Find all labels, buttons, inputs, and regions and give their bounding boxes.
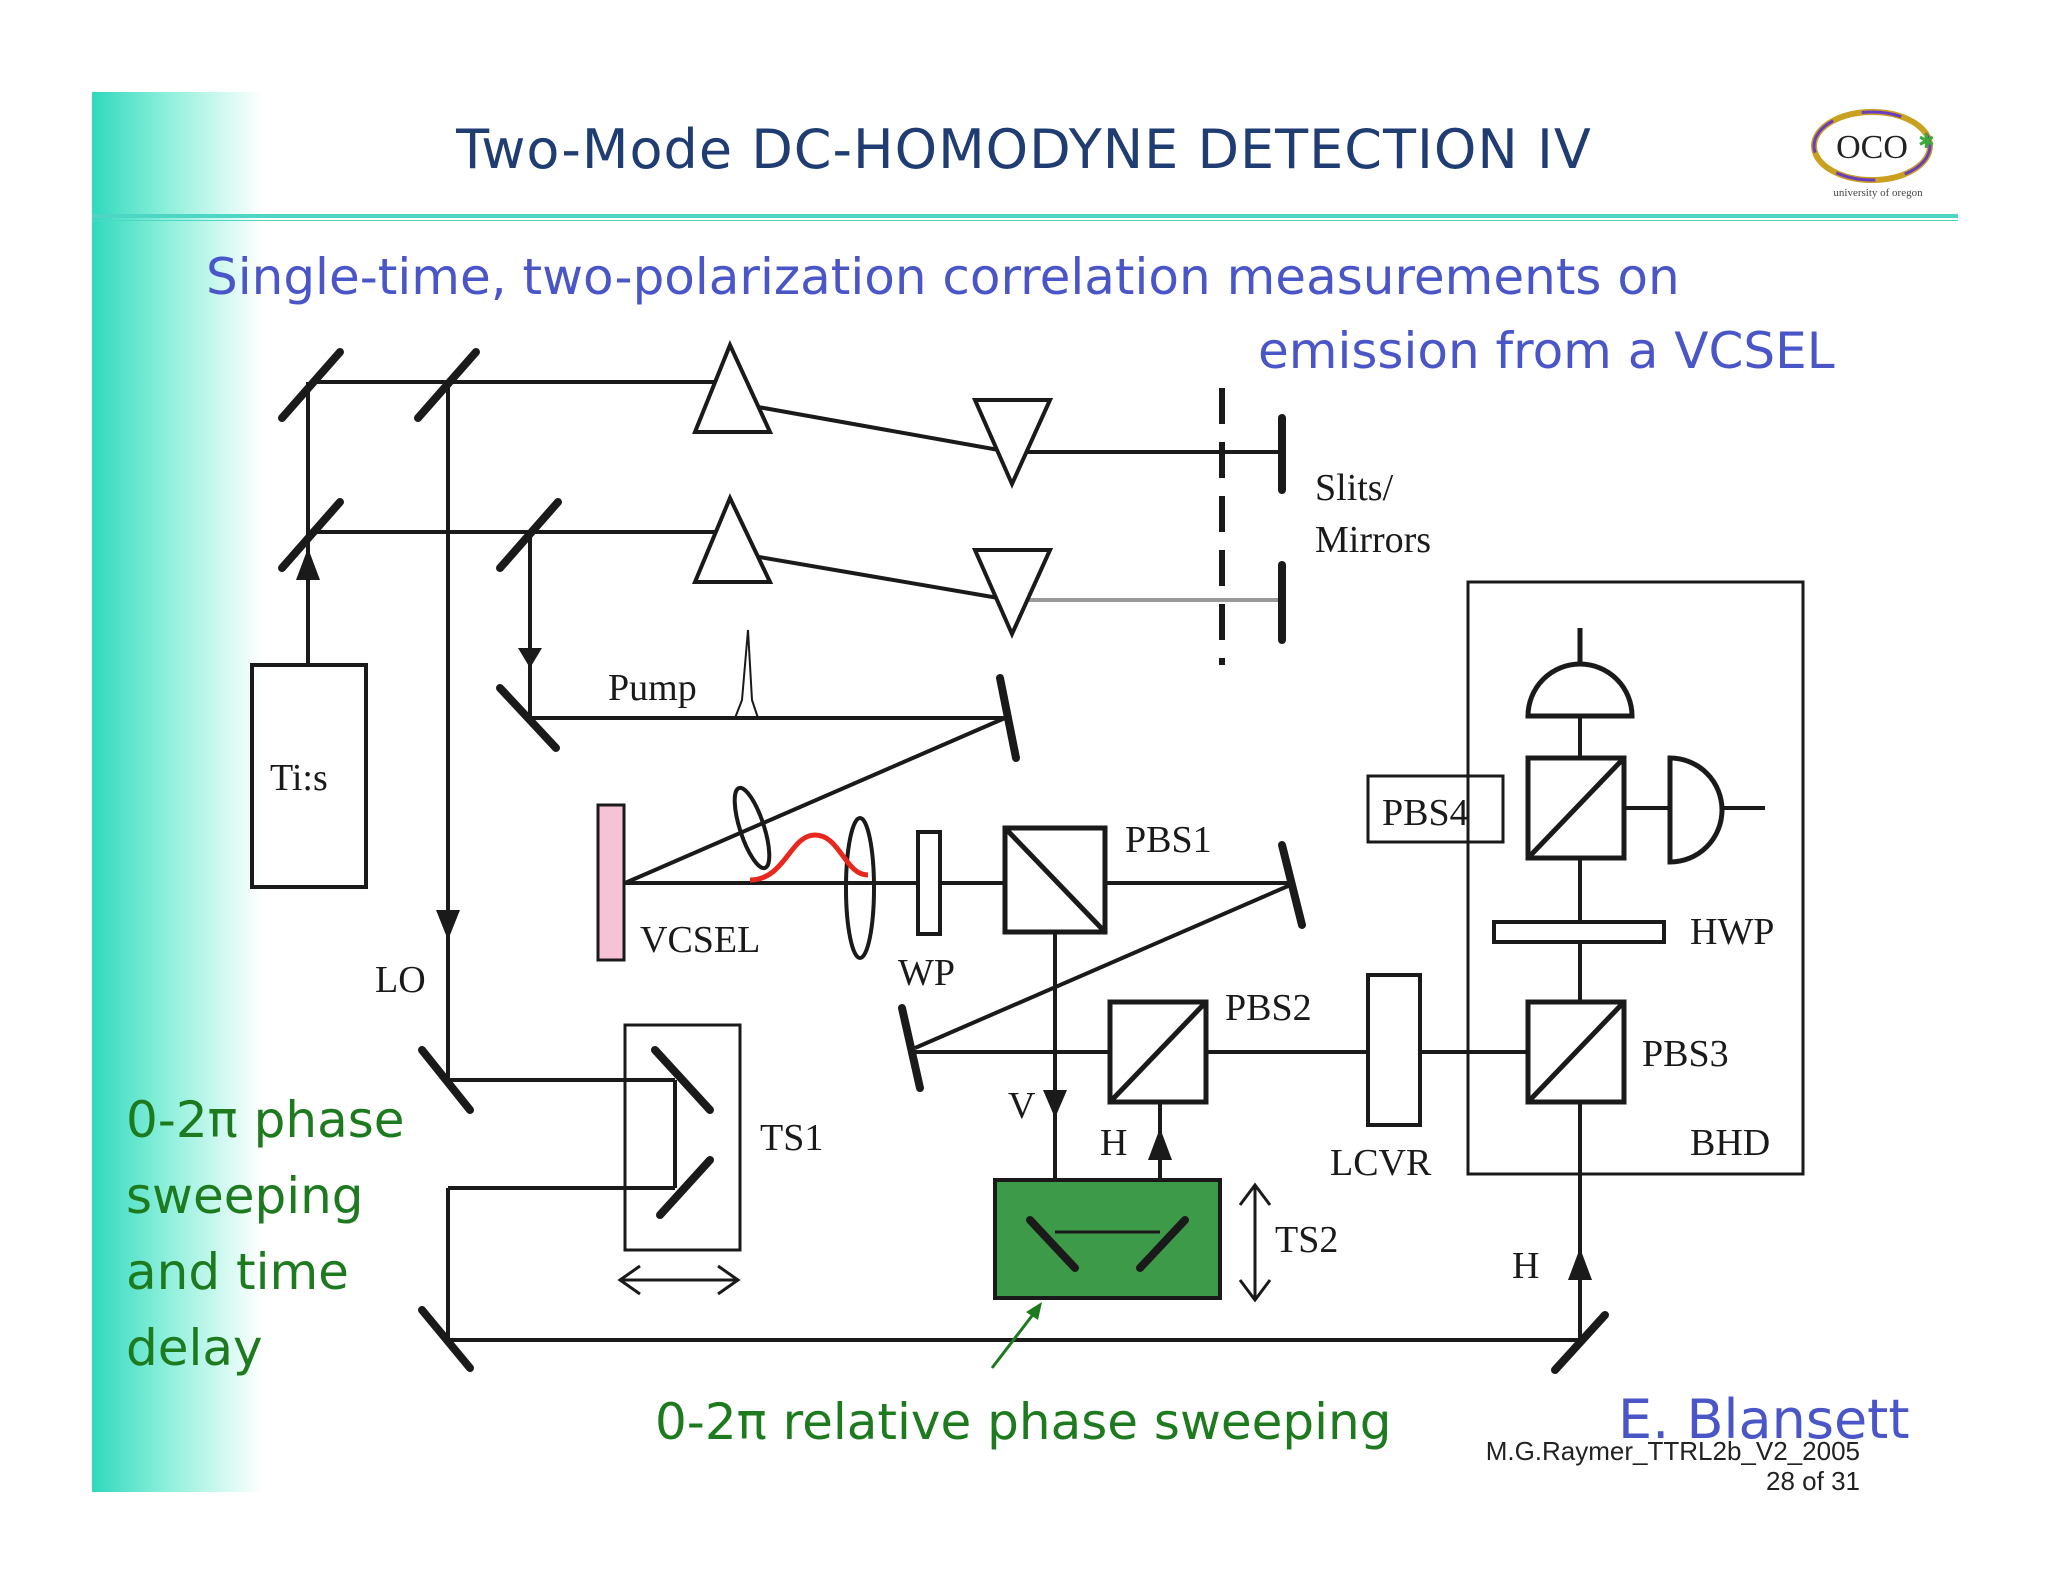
phase-sweep-note: 0-2π phase sweeping and time delay [126,1082,405,1386]
arrow-v-down [1043,1090,1067,1118]
svg-text:✱: ✱ [1918,129,1935,153]
mirror-ts1-bottom [656,1156,714,1219]
slide-title: Two-Mode DC-HOMODYNE DETECTION IV [456,118,1592,181]
beam-second-diag [729,550,1011,602]
footer-page-number: 28 of 31 [1766,1466,1860,1496]
relative-phase-note: 0-2π relative phase sweeping [655,1393,1392,1451]
slide-accent-bar [92,92,262,1492]
emission-pulse [749,832,869,883]
logo-text: OCO [1836,129,1908,166]
arrow-h-up [1148,1128,1172,1160]
ts1-box [623,1023,742,1252]
author-credit: E. Blansett [1618,1388,1910,1451]
label-vcsel: VCSEL [640,919,760,961]
pump-pulse [734,629,759,719]
label-lcvr: LCVR [1330,1142,1432,1184]
mirror-second-mid [496,498,562,572]
label-bhd: BHD [1690,1122,1770,1164]
arrow-tis-up [296,548,320,580]
phase-sweep-line-3: and time [126,1243,349,1301]
label-mirrors: Mirrors [1315,519,1431,561]
lens-2 [844,816,876,960]
ts2-pointer [990,1307,1040,1369]
phase-sweep-line-2: sweeping [126,1167,364,1225]
beam-top-diag [729,400,1011,454]
mirror-pump-right [996,674,1020,762]
lcvr-element [1366,973,1422,1127]
title-divider [92,214,1958,218]
label-slits: Slits/ [1315,467,1394,509]
bhd-box [1466,580,1805,1176]
label-h-bottom: H [1512,1245,1539,1287]
label-pbs1: PBS1 [1125,819,1212,861]
lens-1 [732,785,772,871]
logo-subtext: university of oregon [1833,187,1923,199]
label-pbs4: PBS4 [1382,792,1469,834]
mirror-pbs2-left [898,1004,924,1092]
hwp-element [1492,920,1666,944]
phase-sweep-line-4: delay [126,1319,263,1377]
mirror-pbs1-right [1278,841,1306,929]
subtitle-line-2: emission from a VCSEL [1258,322,1835,380]
arrow-lo-down [436,910,460,940]
ts2-mirror-left [1026,1216,1079,1272]
label-wp: WP [898,952,955,994]
label-hwp: HWP [1690,911,1774,953]
mirror-lo-bottom [418,1046,474,1114]
mirror-bottom-right [1551,1311,1609,1374]
mirror-bottom-left [418,1306,474,1372]
beam-pbs1-return [914,881,1296,1050]
mirror-top-left [278,348,344,422]
label-pump: Pump [608,667,697,709]
detector-top [1525,661,1635,719]
title-divider-thin [92,220,1958,221]
label-tis: Ti:s [270,757,328,799]
label-h-top: H [1100,1122,1127,1164]
prism-top-left [692,339,774,434]
mirror-pump-corner [496,684,560,752]
mirror-ts1-top [651,1046,714,1114]
arrow-h-bottom-up [1568,1248,1592,1280]
vcsel-element [596,803,626,962]
pbs4-label-box [1366,774,1505,844]
ts2-stage [993,1178,1222,1300]
label-ts1: TS1 [760,1117,823,1159]
label-pbs2: PBS2 [1225,987,1312,1029]
label-ts2: TS2 [1275,1219,1338,1261]
prism-second-right [971,548,1054,639]
prism-second-left [692,493,774,584]
detector-right [1667,755,1725,865]
ts2-mirror-right [1136,1216,1189,1272]
waveplate [916,830,942,936]
tis-box [250,663,368,889]
mirror-top-mid [414,348,480,422]
prism-top-right [971,398,1054,489]
label-v: V [1008,1085,1036,1127]
footer-source: M.G.Raymer_TTRL2b_V2_2005 [1485,1436,1860,1466]
phase-sweep-line-1: 0-2π phase [126,1091,405,1149]
mirror-second-left [278,498,344,572]
label-pbs3: PBS3 [1642,1033,1729,1075]
label-lo: LO [375,959,426,1001]
arrow-pump-down [518,648,542,668]
beam-pump-to-vcsel [624,716,1006,885]
subtitle-line-1: Single-time, two-polarization correlatio… [206,248,1680,306]
oco-logo: OCO ✱ university of oregon [1811,109,1935,199]
